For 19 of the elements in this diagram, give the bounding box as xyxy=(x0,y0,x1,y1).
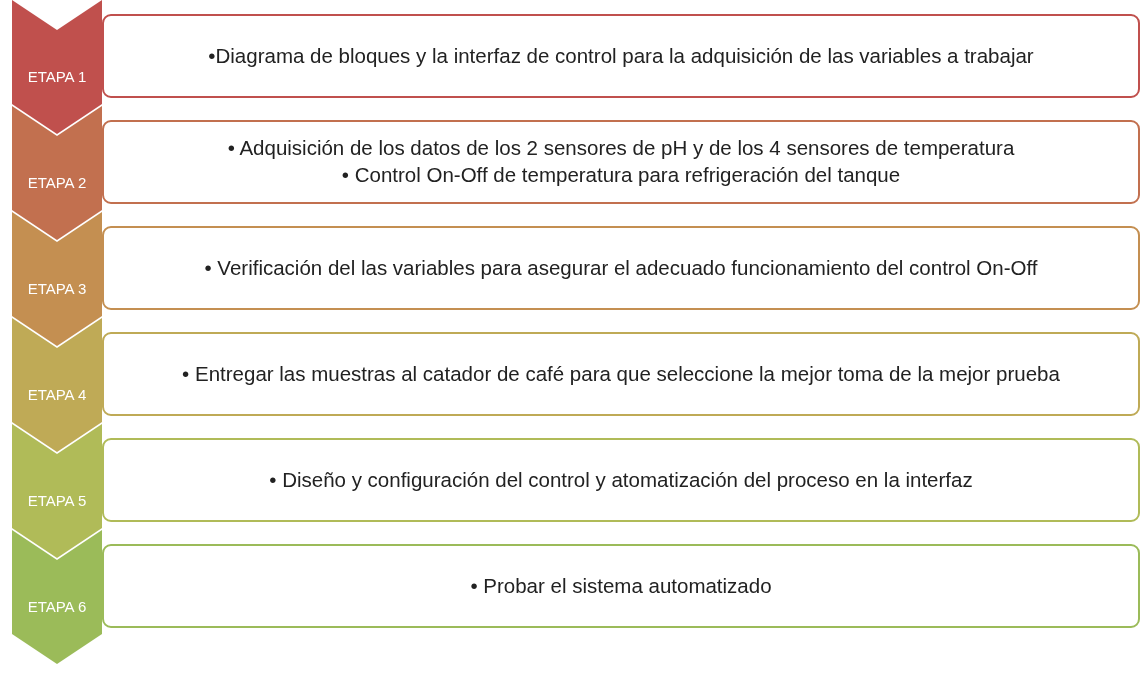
step-box xyxy=(102,226,1140,310)
step-box xyxy=(102,14,1140,98)
stage-label: ETAPA 6 xyxy=(26,598,88,615)
stage-label: ETAPA 1 xyxy=(26,68,88,85)
step-text: • Diseño y configuración del control y atomatización del proceso en la interfaz xyxy=(269,466,973,493)
step-box xyxy=(102,120,1140,204)
stage-label: ETAPA 5 xyxy=(26,492,88,509)
step-box xyxy=(102,544,1140,628)
step-text: • Adquisición de los datos de los 2 sensores de pH y de los 4 sensores de temperatura xyxy=(227,135,1015,162)
step-box xyxy=(102,438,1140,522)
stage-label: ETAPA 2 xyxy=(26,174,88,191)
step-text: • Control On-Off de temperatura para refrigeración del tanque xyxy=(341,162,901,188)
step-box xyxy=(102,332,1140,416)
step-text: • Verificación del las variables para asegurar el adecuado funcionamiento del control On-Off xyxy=(204,254,1038,281)
stage-label: ETAPA 3 xyxy=(26,280,88,297)
step-text: • Entregar las muestras al catador de café para que seleccione la mejor toma de la mejor prueba xyxy=(182,360,1060,387)
stage-label: ETAPA 4 xyxy=(26,386,88,403)
step-text: • Probar el sistema automatizado xyxy=(470,572,772,599)
step-text: •Diagrama de bloques y la interfaz de control para la adquisición de las variables a trabajar xyxy=(208,42,1034,69)
